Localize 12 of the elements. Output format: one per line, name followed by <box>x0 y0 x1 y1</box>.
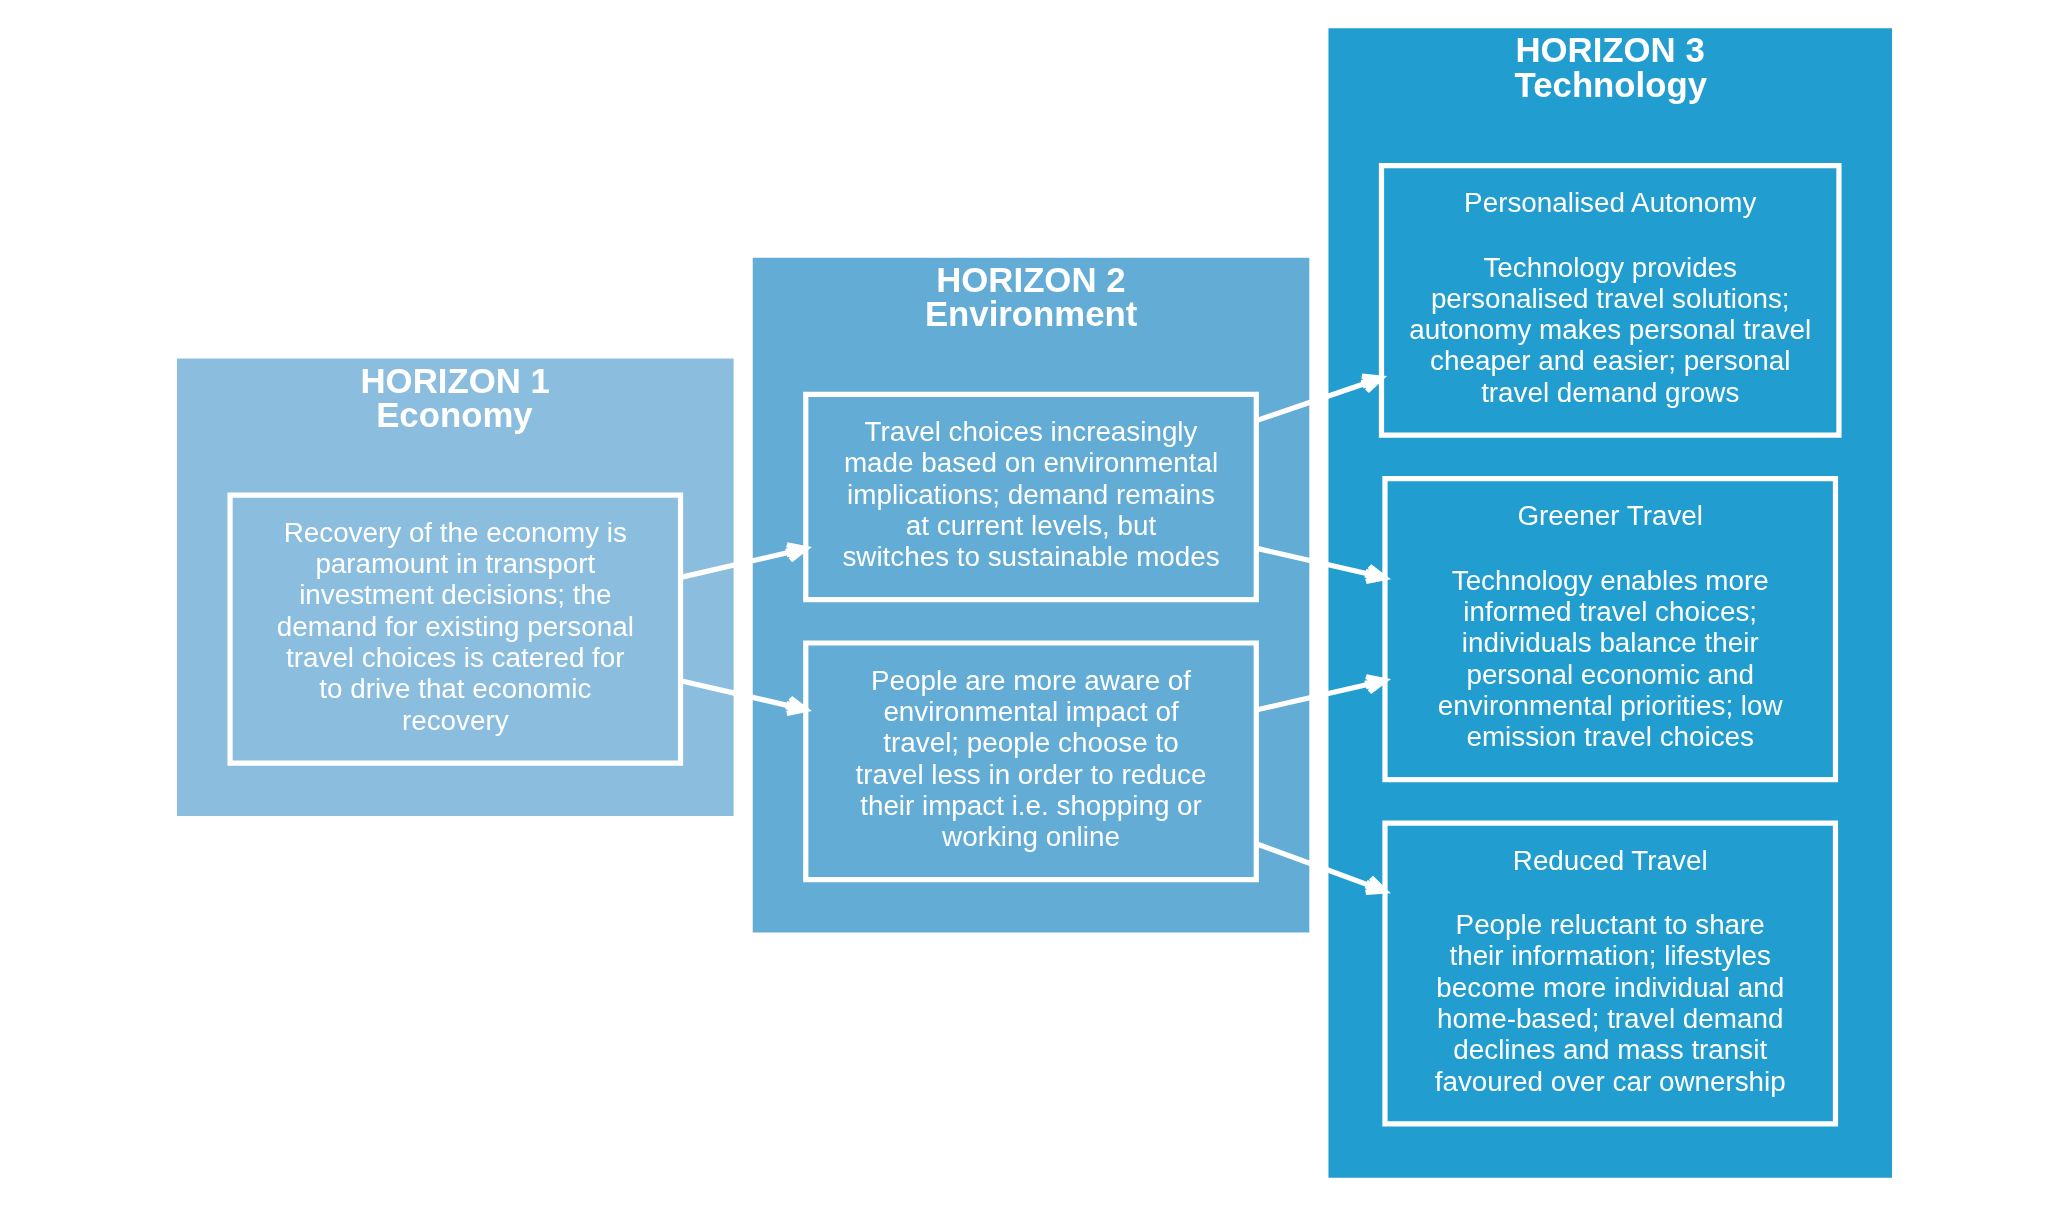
arrow <box>680 678 809 716</box>
node-box: Personalised Autonomy Technology provides personalised travel solutions; autonomy makes personal travel cheaper and easier; personal travel demand grows <box>1378 162 1842 438</box>
arrow <box>1256 841 1388 895</box>
node-box: Reduced Travel People reluctant to share their information; lifestyles become more individual and home-based; travel demand declines and mass transit favoured over car ownership <box>1382 820 1839 1127</box>
arrow <box>1256 674 1388 713</box>
arrow <box>1256 373 1384 423</box>
arrow <box>680 542 809 580</box>
arrow <box>1256 545 1388 585</box>
node-box: Travel choices increasingly made based on environmental implications; demand remains at current levels, but switches to sustainable modes <box>803 391 1259 603</box>
node-box: Greener Travel Technology enables more informed travel choices; individuals balance their personal economic and environmental priorities; low emission travel choices <box>1382 476 1839 783</box>
node-box: Recovery of the economy is paramount in transport investment decisions; the demand for existing personal travel choices is catered for to drive that economic recovery <box>227 492 684 766</box>
node-box: People are more aware of environmental impact of travel; people choose to travel less in order to reduce their impact i.e. shopping or working online <box>803 640 1259 883</box>
